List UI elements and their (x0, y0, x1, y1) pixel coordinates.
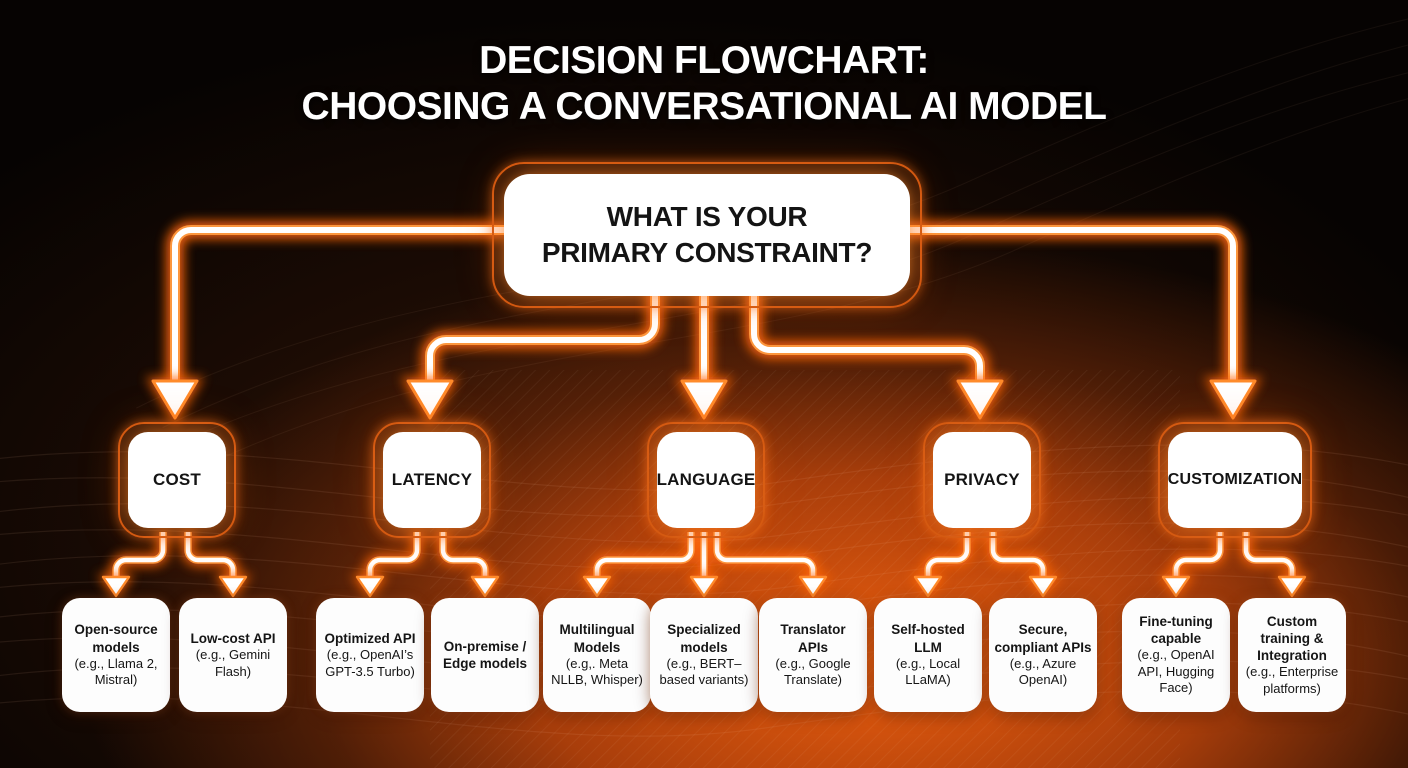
root-question-line2: PRIMARY CONSTRAINT? (541, 237, 873, 268)
leaf-node-multilingual-models: Multilingual Models (e.g,. Meta NLLB, Wh… (543, 598, 651, 712)
leaf-node-fine-tuning-capable: Fine-tuning capable (e.g., OpenAI API, H… (1122, 598, 1230, 712)
leaf-node-low-cost-api: Low-cost API (e.g., Gemini Flash) (179, 598, 287, 712)
branch-node-latency: LATENCY (373, 422, 491, 538)
branch-node-cost: COST (118, 422, 236, 538)
leaf-node-specialized-models: Specialized models (e.g., BERT–based var… (650, 598, 758, 712)
page-title: DECISION FLOWCHART: CHOOSING A CONVERSAT… (0, 38, 1408, 130)
branch-node-privacy: PRIVACY (923, 422, 1041, 538)
leaf-node-open-source-models: Open-source models (e.g., Llama 2, Mistr… (62, 598, 170, 712)
root-node: WHAT IS YOUR PRIMARY CONSTRAINT? (492, 162, 922, 308)
leaf-node-secure-compliant-apis: Secure, compliant APIs (e.g., Azure Open… (989, 598, 1097, 712)
branch-node-language: LANGUAGE (647, 422, 765, 538)
leaf-node-on-premise-edge: On-premise / Edge models (431, 598, 539, 712)
root-question-line1: WHAT IS YOUR (606, 201, 808, 233)
root-node-box: WHAT IS YOUR PRIMARY CONSTRAINT? (504, 174, 910, 296)
branch-label-latency: LATENCY (391, 470, 473, 489)
leaf-node-custom-training-integration: Custom training & Integration (e.g., Ent… (1238, 598, 1346, 712)
branch-label-cost: COST (152, 470, 202, 489)
leaf-node-translator-apis: Translator APIs (e.g., Google Translate) (759, 598, 867, 712)
branch-label-customization: CUSTOMIZATION (1167, 471, 1303, 488)
leaf-node-optimized-api: Optimized API (e.g., OpenAI’s GPT-3.5 Tu… (316, 598, 424, 712)
page-title-line1: DECISION FLOWCHART: (479, 39, 929, 82)
branch-label-language: LANGUAGE (656, 470, 756, 489)
leaf-node-self-hosted-llm: Self-hosted LLM (e.g., Local LLaMA) (874, 598, 982, 712)
branch-node-customization: CUSTOMIZATION (1158, 422, 1312, 538)
page-title-line2: CHOOSING A CONVERSATIONAL AI MODEL (301, 85, 1107, 129)
branch-label-privacy: PRIVACY (944, 470, 1020, 489)
